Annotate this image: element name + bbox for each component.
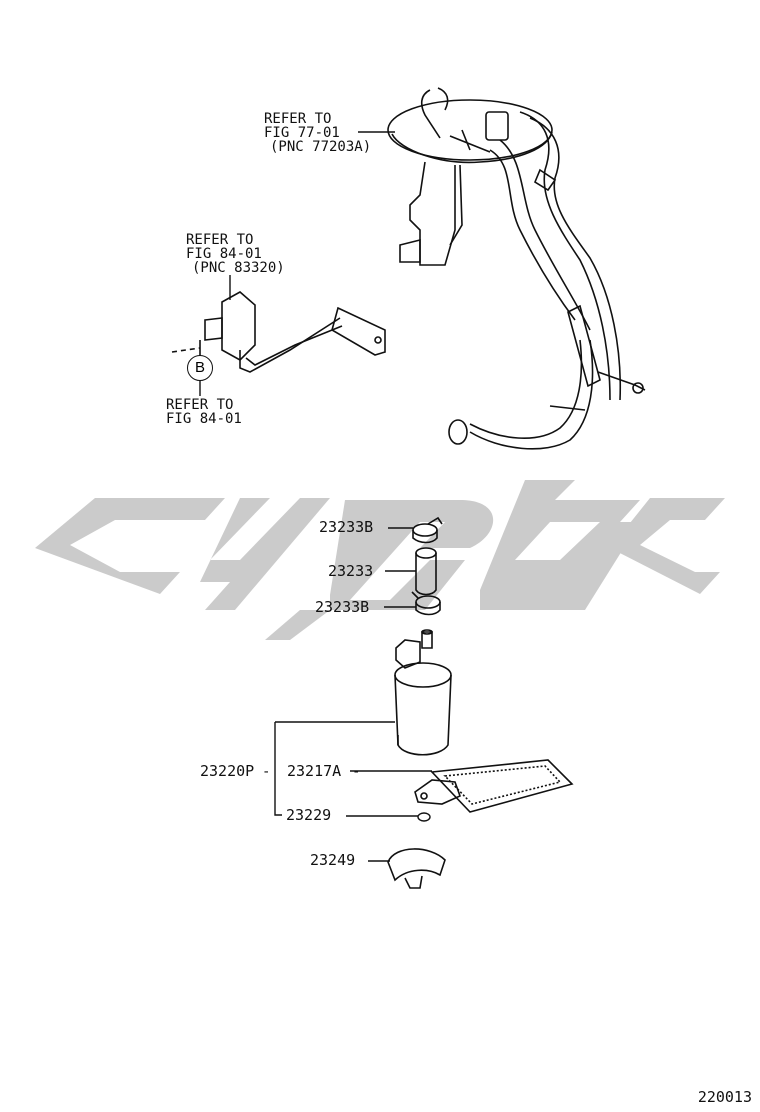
fuel-sender-drawing <box>171 291 386 373</box>
gauge-ref-line1: REFER TO <box>186 232 254 248</box>
part-number-23229: 23229 <box>286 806 332 824</box>
pump-module-ref-line3: (PNC 77203A) <box>270 139 372 155</box>
dash-23217A: - <box>352 764 361 780</box>
dash-23220P: - <box>262 764 271 780</box>
part-number-23249: 23249 <box>310 851 356 869</box>
clip-washer <box>417 812 431 822</box>
fuel-pump-module-drawing <box>387 87 646 450</box>
part-number-23233B-bottom: 23233B <box>315 598 370 616</box>
part-leaders <box>274 527 432 862</box>
fuel-pump <box>394 629 452 756</box>
b-ref-line1: REFER TO <box>166 397 234 413</box>
pump-module-ref-line2: FIG 77-01 <box>264 125 340 141</box>
figure-number: 220013 <box>697 1088 752 1106</box>
hose-clamp-top <box>412 516 443 544</box>
fuel-filter <box>414 759 574 813</box>
part-number-23220P: 23220P <box>200 762 255 780</box>
watermark-logo <box>35 480 725 640</box>
gauge-ref-line2: FIG 84-01 <box>186 246 262 262</box>
part-number-23233: 23233 <box>328 562 374 580</box>
part-number-23217A: 23217A <box>287 762 342 780</box>
b-ref-line2: FIG 84-01 <box>166 411 242 427</box>
callout-b-marker: B <box>187 355 213 381</box>
fuel-hose <box>415 547 437 596</box>
pump-retainer <box>387 848 446 889</box>
gauge-ref-line3: (PNC 83320) <box>192 260 285 276</box>
pump-module-ref-line1: REFER TO <box>264 111 332 127</box>
part-number-23233B-top: 23233B <box>319 518 374 536</box>
hose-clamp-bottom <box>411 591 441 616</box>
